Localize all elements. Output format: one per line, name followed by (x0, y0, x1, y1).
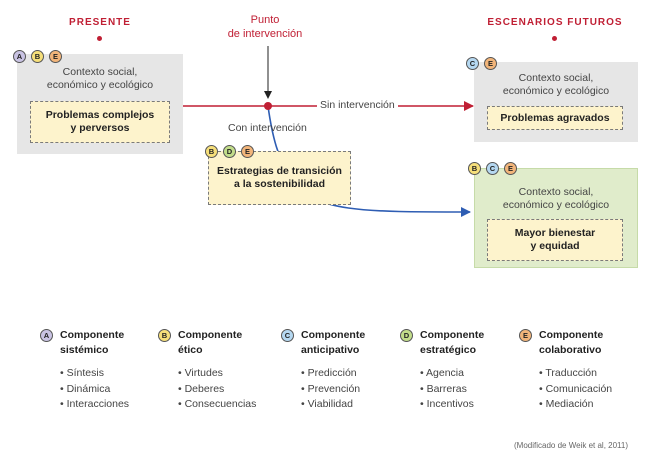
legend-item: Predicción (301, 366, 401, 382)
legend-item: Traducción (539, 366, 639, 382)
legend-item: Síntesis (60, 366, 160, 382)
present-badge-e: E (49, 50, 62, 63)
problems-aggravated-box: Problemas agravados (487, 106, 623, 130)
legend-title2-e: colaborativo (539, 344, 602, 356)
future-good-badge-c: C (486, 162, 499, 175)
present-context-line2: económico y ecológico (46, 79, 154, 91)
intervention-point-line2: de intervención (227, 28, 303, 40)
intervention-point-dot (264, 102, 272, 110)
legend-badge-d: D (400, 329, 413, 342)
legend-title1-e: Componente (539, 329, 604, 341)
present-badge-a: A (13, 50, 26, 63)
legend-item: Prevención (301, 382, 401, 398)
legend-component-c: C Componente anticipativo Predicción Pre… (281, 328, 401, 413)
intervention-point-line1: Punto (250, 14, 280, 26)
legend-items-a: Síntesis Dinámica Interacciones (60, 366, 160, 413)
legend-title2-b: ético (178, 344, 203, 356)
futures-dot (552, 36, 557, 41)
future-good-context-line2: económico y ecológico (502, 199, 610, 211)
legend-head-d: D Componente estratégico (400, 328, 520, 358)
without-intervention-label: Sin intervención (317, 99, 398, 111)
legend-title1-c: Componente (301, 329, 366, 341)
legend-item: Deberes (178, 382, 278, 398)
futures-heading: Escenarios futuros (487, 17, 623, 28)
legend-items-d: Agencia Barreras Incentivos (420, 366, 520, 413)
present-context-line1: Contexto social, (62, 66, 138, 78)
future-bad-context-line1: Contexto social, (518, 72, 594, 84)
legend-item: Consecuencias (178, 397, 278, 413)
legend-component-d: D Componente estratégico Agencia Barrera… (400, 328, 520, 413)
strategy-line2: a la sostenibilidad (233, 178, 326, 190)
intervention-point-label: Punto de intervención (210, 13, 320, 41)
problems-complex-line2: y perversos (70, 122, 130, 134)
strategy-badge-b: B (205, 145, 218, 158)
problems-complex-line1: Problemas complejos (45, 109, 155, 121)
future-bad-context-line2: económico y ecológico (502, 85, 610, 97)
legend-component-e: E Componente colaborativo Traducción Com… (519, 328, 639, 413)
legend-items-c: Predicción Prevención Viabilidad (301, 366, 401, 413)
future-good-badge-b: B (468, 162, 481, 175)
present-heading: Presente (69, 17, 131, 28)
problems-complex-box: Problemas complejos y perversos (30, 101, 170, 143)
legend-badge-c: C (281, 329, 294, 342)
legend-component-b: B Componente ético Virtudes Deberes Cons… (158, 328, 278, 413)
legend-head-c: C Componente anticipativo (281, 328, 401, 358)
source-credit: (Modificado de Weik et al, 2011) (514, 441, 628, 450)
future-good-context-line1: Contexto social, (518, 186, 594, 198)
legend-item: Dinámica (60, 382, 160, 398)
legend-item: Interacciones (60, 397, 160, 413)
legend-title1-d: Componente (420, 329, 485, 341)
future-bad-context-text: Contexto social, económico y ecológico (474, 72, 638, 98)
legend-title2-a: sistémico (60, 344, 109, 356)
strategy-line1: Estrategias de transición (217, 165, 342, 177)
legend-badge-e: E (519, 329, 532, 342)
present-dot (97, 36, 102, 41)
strategy-badge-d: D (223, 145, 236, 158)
legend-component-a: A Componente sistémico Síntesis Dinámica… (40, 328, 160, 413)
legend-items-e: Traducción Comunicación Mediación (539, 366, 639, 413)
future-bad-badge-e: E (484, 57, 497, 70)
legend-item: Agencia (420, 366, 520, 382)
legend-item: Incentivos (420, 397, 520, 413)
legend-title1-b: Componente (178, 329, 243, 341)
legend-item: Viabilidad (301, 397, 401, 413)
legend-item: Barreras (420, 382, 520, 398)
legend-head-e: E Componente colaborativo (519, 328, 639, 358)
present-badge-b: B (31, 50, 44, 63)
legend-title1-a: Componente (60, 329, 125, 341)
wellbeing-line1: Mayor bienestar (514, 227, 596, 239)
legend-title2-d: estratégico (420, 344, 477, 356)
wellbeing-line2: y equidad (530, 240, 580, 252)
future-good-badge-e: E (504, 162, 517, 175)
legend-title2-c: anticipativo (301, 344, 360, 356)
strategy-badge-e: E (241, 145, 254, 158)
strategy-box: Estrategias de transición a la sostenibi… (208, 151, 351, 205)
legend-item: Comunicación (539, 382, 639, 398)
legend-item: Mediación (539, 397, 639, 413)
present-context-text: Contexto social, económico y ecológico (17, 66, 183, 92)
legend-items-b: Virtudes Deberes Consecuencias (178, 366, 278, 413)
future-good-context-text: Contexto social, económico y ecológico (474, 186, 638, 212)
legend-badge-a: A (40, 329, 53, 342)
legend-badge-b: B (158, 329, 171, 342)
legend-head-b: B Componente ético (158, 328, 278, 358)
legend-head-a: A Componente sistémico (40, 328, 160, 358)
legend-item: Virtudes (178, 366, 278, 382)
future-bad-badge-c: C (466, 57, 479, 70)
wellbeing-box: Mayor bienestar y equidad (487, 219, 623, 261)
with-intervention-label: Con intervención (228, 122, 307, 134)
